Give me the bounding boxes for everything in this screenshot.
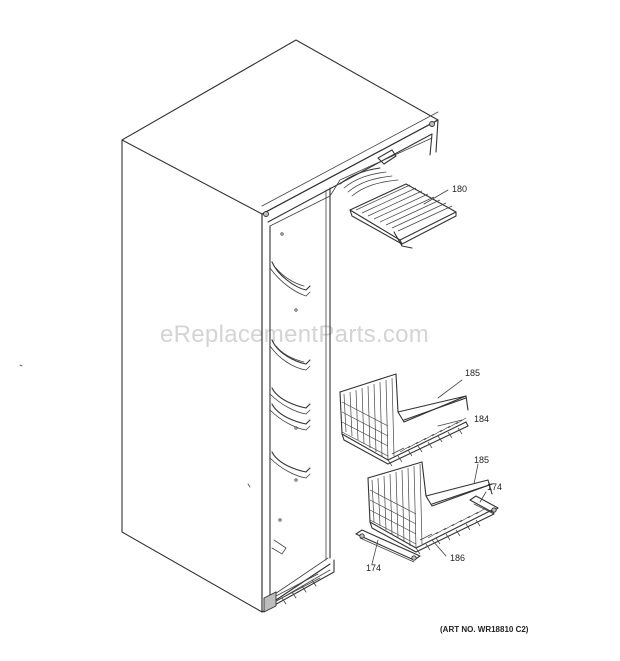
wire-shelf bbox=[349, 183, 457, 249]
leader-lines bbox=[371, 189, 487, 565]
watermark: eReplacementParts.com bbox=[160, 321, 429, 348]
ice-maker-area bbox=[339, 149, 399, 197]
callout-186: 186 bbox=[450, 553, 465, 563]
callout-174-right: 174 bbox=[487, 482, 502, 492]
callout-184: 184 bbox=[474, 414, 489, 424]
callout-180: 180 bbox=[452, 184, 467, 194]
callout-185-upper: 185 bbox=[465, 368, 480, 378]
art-number: (ART NO. WR18810 C2) bbox=[440, 625, 529, 634]
upper-basket bbox=[339, 373, 469, 467]
lower-basket bbox=[355, 461, 499, 563]
shelf-supports bbox=[269, 261, 311, 479]
freezer-cabinet bbox=[19, 39, 439, 613]
callout-185-lower: 185 bbox=[474, 455, 489, 465]
callout-174-left: 174 bbox=[366, 563, 381, 573]
